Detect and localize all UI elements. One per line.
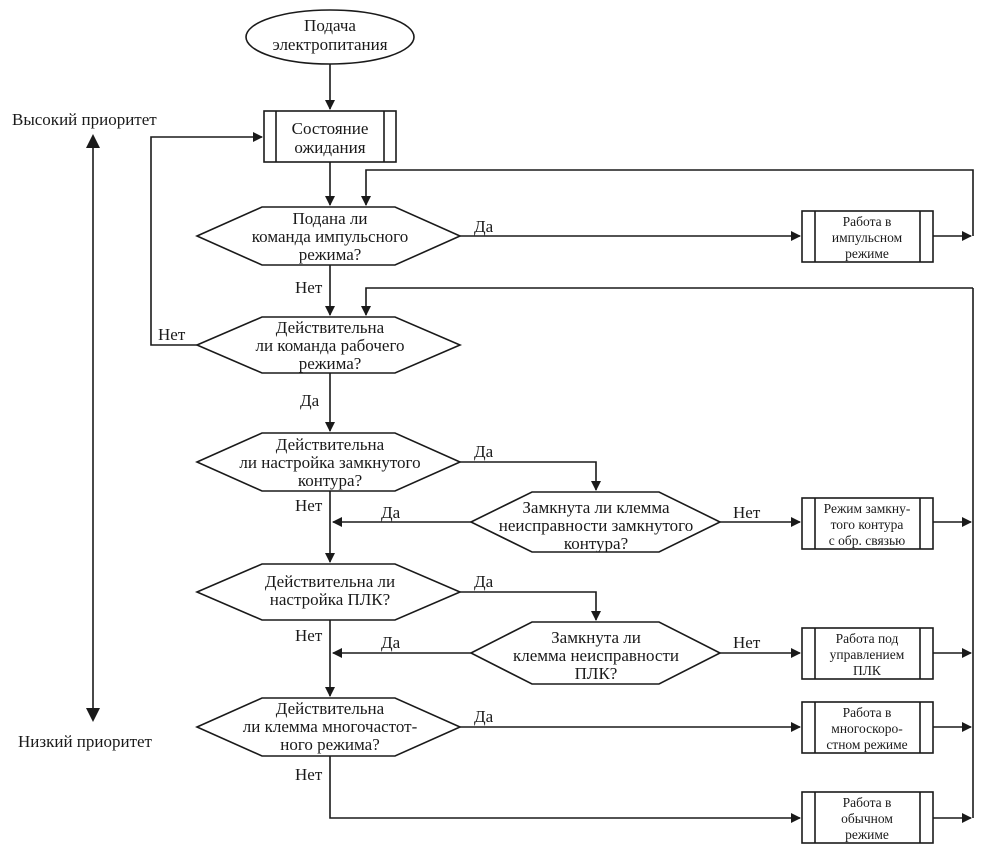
yes-label: Да (300, 391, 320, 410)
standby-line-1: Состояние (292, 119, 369, 138)
process-normal-line-2: обычном (841, 811, 893, 826)
process-closed-loop: Режим замкну- того контура с обр. связью (801, 497, 934, 550)
process-normal: Работа в обычном режиме (801, 791, 934, 844)
decision-closed-loop-fault-line-1: Замкнута ли клемма (522, 498, 670, 517)
process-closed-loop-line-1: Режим замкну- (824, 501, 911, 516)
loop-connector (361, 169, 974, 236)
process-jog-line-3: режиме (845, 246, 889, 261)
decision-jog-line-2: команда импульсного (252, 227, 408, 246)
connector (460, 461, 601, 491)
low-priority-label: Низкий приоритет (18, 732, 153, 751)
return-bus-connector (361, 287, 973, 316)
process-plc-line-3: ПЛК (853, 663, 882, 678)
yes-label: Да (474, 217, 494, 236)
start-line-1: Подача (304, 16, 356, 35)
process-plc-line-1: Работа под (836, 631, 899, 646)
start-line-2: электропитания (272, 35, 387, 54)
decision-jog-line-1: Подана ли (293, 209, 368, 228)
process-multispeed-line-2: многоскоро- (831, 721, 903, 736)
standby-line-2: ожидания (294, 138, 365, 157)
decision-closed-loop-line-2: ли настройка замкнутого (239, 453, 420, 472)
arrow-up-icon (86, 134, 100, 148)
start-terminator: Подача электропитания (245, 9, 415, 65)
decision-plc-line-2: настройка ПЛК? (270, 590, 390, 609)
process-multispeed-line-1: Работа в (843, 705, 892, 720)
yes-label: Да (381, 633, 401, 652)
priority-axis: Высокий приоритет Низкий приоритет (12, 110, 157, 751)
process-plc-line-2: управлением (830, 647, 905, 662)
decision-closed-loop-line-1: Действительна (276, 435, 385, 454)
yes-label: Да (474, 707, 494, 726)
no-label: Нет (733, 633, 761, 652)
yes-label: Да (381, 503, 401, 522)
decision-multispeed-line-1: Действительна (276, 699, 385, 718)
decision-run-line-2: ли команда рабочего (255, 336, 404, 355)
loop-to-standby-connector (150, 132, 263, 346)
process-closed-loop-line-2: того контура (831, 517, 904, 532)
decision-run-line-1: Действительна (276, 318, 385, 337)
process-multispeed: Работа в многоскоро- стном режиме (801, 701, 934, 754)
connector (329, 756, 801, 823)
no-label: Нет (733, 503, 761, 522)
standby-process: Состояние ожидания (263, 110, 397, 163)
decision-jog: Подана ли команда импульсного режима? (195, 206, 462, 266)
connector (460, 591, 601, 621)
decision-plc: Действительна ли настройка ПЛК? (194, 563, 463, 621)
decision-closed-loop-fault: Замкнута ли клемма неисправности замкнут… (469, 491, 722, 553)
decision-multispeed-line-2: ли клемма многочастот- (243, 717, 418, 736)
decision-multispeed-line-3: ного режима? (280, 735, 380, 754)
no-label: Нет (295, 278, 323, 297)
high-priority-label: Высокий приоритет (12, 110, 157, 129)
process-jog: Работа в импульсном режиме (801, 210, 934, 263)
decision-run: Действительна ли команда рабочего режима… (194, 316, 463, 374)
process-normal-line-1: Работа в (843, 795, 892, 810)
decision-plc-fault: Замкнута ли клемма неисправности ПЛК? (469, 621, 722, 685)
decision-plc-fault-line-1: Замкнута ли (551, 628, 641, 647)
decision-closed-loop: Действительна ли настройка замкнутого ко… (195, 432, 462, 492)
no-label: Нет (295, 496, 323, 515)
decision-jog-line-3: режима? (299, 245, 362, 264)
no-label: Нет (158, 325, 186, 344)
decision-plc-fault-line-3: ПЛК? (575, 664, 618, 683)
decision-plc-fault-line-2: клемма неисправности (513, 646, 679, 665)
decision-multispeed: Действительна ли клемма многочастот- ног… (195, 697, 462, 757)
process-plc: Работа под управлением ПЛК (801, 627, 934, 680)
yes-label: Да (474, 442, 494, 461)
process-jog-line-2: импульсном (832, 230, 903, 245)
process-closed-loop-line-3: с обр. связью (829, 533, 905, 548)
decision-closed-loop-line-3: контура? (298, 471, 362, 490)
process-multispeed-line-3: стном режиме (826, 737, 907, 752)
no-label: Нет (295, 626, 323, 645)
process-jog-line-1: Работа в (843, 214, 892, 229)
process-normal-line-3: режиме (845, 827, 889, 842)
decision-closed-loop-fault-line-3: контура? (564, 534, 628, 553)
decision-plc-line-1: Действительна ли (265, 572, 395, 591)
decision-closed-loop-fault-line-2: неисправности замкнутого (499, 516, 693, 535)
yes-label: Да (474, 572, 494, 591)
arrow-down-icon (86, 708, 100, 722)
no-label: Нет (295, 765, 323, 784)
decision-run-line-3: режима? (299, 354, 362, 373)
